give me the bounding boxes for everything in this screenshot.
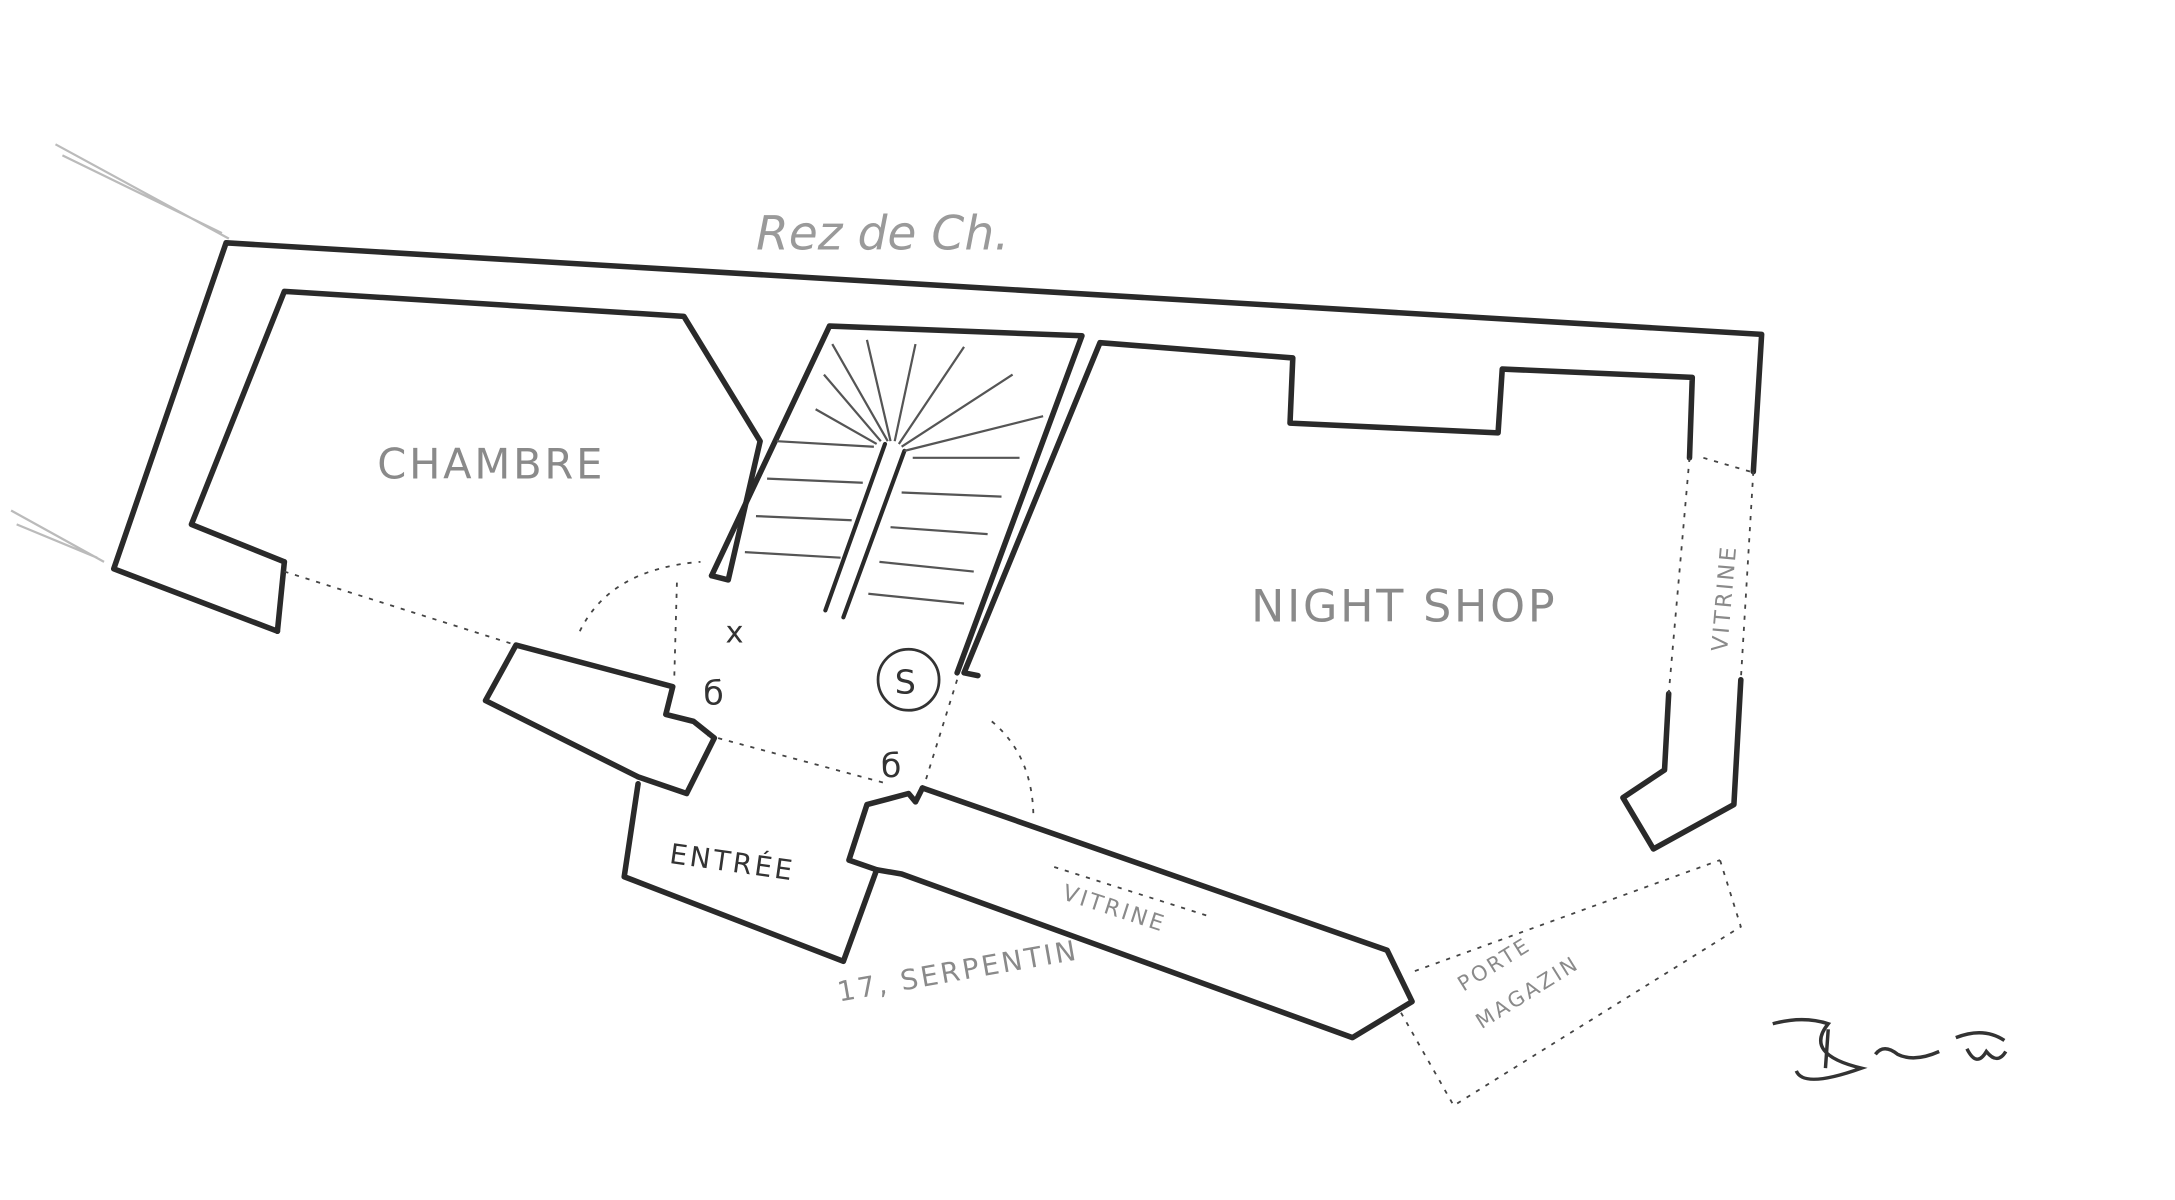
chambre-open-side bbox=[284, 570, 517, 646]
outlet-mark-1: б bbox=[703, 674, 724, 713]
signature bbox=[1772, 1017, 2008, 1082]
room-label-entree: ENTRÉE bbox=[668, 836, 798, 887]
pencil-mark-top bbox=[54, 143, 230, 240]
room-label-chambre: CHAMBRE bbox=[377, 440, 605, 489]
stair-treads bbox=[744, 339, 1044, 605]
room-label-night-shop: NIGHT SHOP bbox=[1251, 582, 1557, 633]
inner-wall-right bbox=[961, 339, 1696, 679]
door-swing-chambre bbox=[579, 560, 701, 632]
vitrine-right-label: VITRINE bbox=[1707, 543, 1742, 652]
entree-wall bbox=[621, 781, 926, 965]
porte-magazin-outline bbox=[1400, 859, 1742, 1107]
outer-wall bbox=[110, 240, 1765, 634]
stair-core-right bbox=[841, 448, 907, 620]
chambre-wall-stub bbox=[274, 559, 288, 634]
chambre-inner-wall bbox=[188, 288, 763, 583]
front-wall-left bbox=[482, 642, 718, 797]
stair-symbol-circle bbox=[876, 647, 941, 712]
outer-wall-right-lower bbox=[1620, 676, 1744, 852]
stair-wall bbox=[708, 323, 1085, 676]
address-label: 17, SERPENTIN bbox=[835, 934, 1081, 1009]
outlet-mark-2: б bbox=[881, 746, 902, 785]
vitrine-right-window bbox=[1667, 456, 1755, 694]
mark-x: x bbox=[725, 615, 743, 650]
vitrine-front-window bbox=[1053, 866, 1208, 917]
hall-boundary bbox=[673, 582, 958, 791]
vitrine-front-label: VITRINE bbox=[1059, 880, 1169, 938]
vitrine-front-wall bbox=[873, 785, 1415, 1041]
stair-symbol: S bbox=[895, 663, 916, 702]
floor-title: Rez de Ch. bbox=[756, 207, 1009, 262]
door-swing-shop bbox=[991, 720, 1035, 819]
stair-core-left bbox=[823, 441, 888, 613]
pencil-mark-left bbox=[10, 509, 105, 563]
